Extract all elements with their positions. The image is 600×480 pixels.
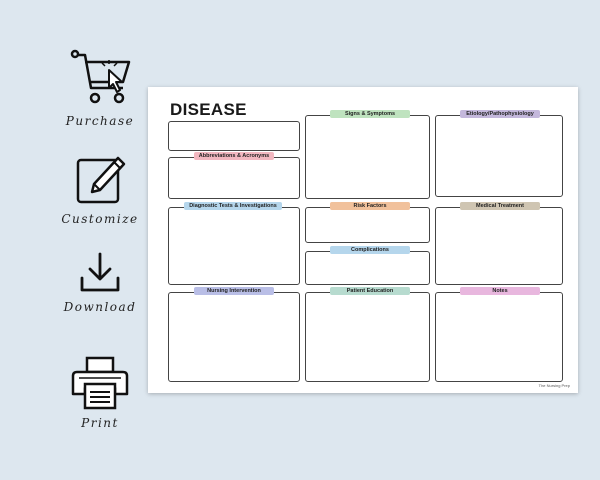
shopping-cart-icon: [70, 49, 131, 104]
risk-factors-box[interactable]: [305, 207, 430, 243]
purchase-label: Purchase: [65, 114, 135, 128]
edit-pencil-icon: [76, 156, 126, 204]
download-label: Download: [63, 300, 137, 314]
printer-icon: [71, 356, 129, 410]
brand-footer: The Nursing Prep: [538, 383, 570, 388]
medical-treatment-tag: Medical Treatment: [460, 202, 540, 210]
download-icon: [80, 252, 120, 292]
purchase-feature: Purchase: [50, 48, 150, 128]
complications-tag: Complications: [330, 246, 410, 254]
notes-box[interactable]: [435, 292, 563, 382]
download-feature: Download: [50, 250, 150, 314]
diagnostic-box[interactable]: [168, 207, 300, 285]
abbreviations-tag: Abbreviations & Acronyms: [194, 152, 274, 160]
notes-tag: Notes: [460, 287, 540, 295]
print-label: Print: [81, 416, 119, 430]
education-tag: Patient Education: [330, 287, 410, 295]
nursing-tag: Nursing Intervention: [194, 287, 274, 295]
abbreviations-box[interactable]: [168, 157, 300, 199]
etiology-box[interactable]: [435, 115, 563, 197]
customize-label: Customize: [61, 212, 139, 226]
print-feature: Print: [50, 354, 150, 430]
complications-box[interactable]: [305, 251, 430, 285]
disease-worksheet: DISEASE Abbreviations & Acronyms Diagnos…: [148, 87, 578, 393]
risk-factors-tag: Risk Factors: [330, 202, 410, 210]
diagnostic-tag: Diagnostic Tests & Investigations: [184, 202, 282, 210]
etiology-tag: Etiology/Pathophysiology: [460, 110, 540, 118]
nursing-box[interactable]: [168, 292, 300, 382]
signs-box[interactable]: [305, 115, 430, 199]
sheet-title: DISEASE: [170, 100, 247, 119]
name-box[interactable]: [168, 121, 300, 151]
education-box[interactable]: [305, 292, 430, 382]
signs-tag: Signs & Symptoms: [330, 110, 410, 118]
medical-treatment-box[interactable]: [435, 207, 563, 285]
customize-feature: Customize: [50, 152, 150, 226]
